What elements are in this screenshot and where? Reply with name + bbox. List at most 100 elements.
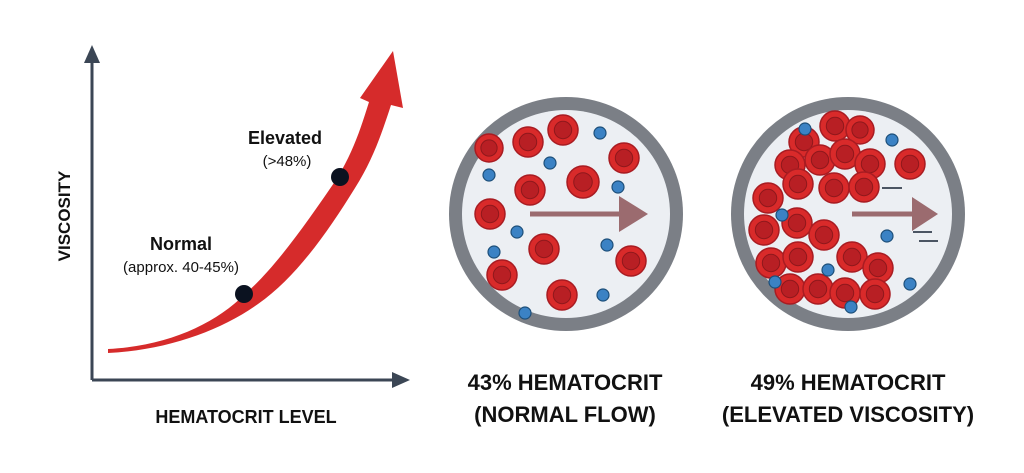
rbc-elevated-5-inner: [810, 150, 830, 170]
wbc-elevated-2: [885, 133, 899, 147]
wbc-normal-1: [593, 126, 607, 140]
viscosity-curve: [108, 51, 403, 353]
rbc-elevated-22-inner: [835, 283, 855, 303]
rbc-elevated-3: [845, 115, 875, 145]
rbc-elevated-23-inner: [865, 284, 885, 304]
rbc-elevated-23: [859, 278, 891, 310]
rbc-normal-11-inner: [621, 251, 641, 271]
rbc-elevated-10-inner: [824, 178, 844, 198]
elevated-range-label: (>48%): [263, 153, 312, 170]
rbc-elevated-8-inner: [758, 188, 778, 208]
x-axis-arrowhead: [392, 372, 410, 388]
rbc-normal-6: [566, 165, 600, 199]
rbc-elevated-21-inner: [808, 279, 828, 299]
rbc-elevated-19-inner: [868, 258, 888, 278]
rbc-elevated-13-inner: [754, 220, 774, 240]
rbc-elevated-12-inner: [900, 154, 920, 174]
elevated-label: Elevated: [248, 128, 322, 148]
elevated-caption-line-2: (ELEVATED VISCOSITY): [722, 402, 974, 427]
rbc-elevated-5: [804, 144, 836, 176]
rbc-normal-4-inner: [614, 148, 634, 168]
wbc-normal-2: [543, 156, 557, 170]
wbc-normal-4: [611, 180, 625, 194]
wbc-elevated-5: [821, 263, 835, 277]
rbc-normal-1: [474, 133, 504, 163]
normal-flow-vessel: [449, 97, 683, 331]
rbc-normal-2-inner: [518, 132, 538, 152]
rbc-normal-2: [512, 126, 544, 158]
rbc-normal-7: [474, 198, 506, 230]
rbc-elevated-15: [808, 219, 840, 251]
rbc-elevated-17-inner: [788, 247, 808, 267]
wbc-elevated-6: [903, 277, 917, 291]
rbc-elevated-18: [836, 241, 868, 273]
y-axis-label: VISCOSITY: [55, 170, 74, 261]
rbc-elevated-14: [781, 207, 813, 239]
rbc-elevated-16-inner: [761, 253, 781, 273]
rbc-elevated-7-inner: [860, 154, 880, 174]
normal-range-label: (approx. 40-45%): [123, 259, 239, 276]
wbc-elevated-1: [798, 122, 812, 136]
normal-caption-line-2: (NORMAL FLOW): [474, 402, 656, 427]
rbc-elevated-21: [802, 273, 834, 305]
rbc-elevated-17: [782, 241, 814, 273]
rbc-elevated-2-inner: [825, 116, 845, 136]
rbc-normal-5-inner: [520, 180, 540, 200]
rbc-elevated-3-inner: [851, 121, 869, 139]
normal-caption-line-1: 43% HEMATOCRIT: [468, 370, 663, 395]
wbc-normal-3: [482, 168, 496, 182]
rbc-elevated-15-inner: [814, 225, 834, 245]
rbc-normal-3-inner: [553, 120, 573, 140]
rbc-normal-6-inner: [573, 172, 593, 192]
rbc-elevated-16: [755, 247, 787, 279]
rbc-elevated-9-inner: [788, 174, 808, 194]
rbc-normal-11: [615, 245, 647, 277]
rbc-normal-10: [546, 279, 578, 311]
elevated-cells: [748, 110, 926, 314]
x-axis-label: HEMATOCRIT LEVEL: [155, 407, 336, 427]
rbc-elevated-20-inner: [780, 279, 800, 299]
normal-flow-head: [619, 196, 648, 232]
rbc-elevated-2: [819, 110, 851, 142]
normal-label: Normal: [150, 234, 212, 254]
wbc-normal-7: [600, 238, 614, 252]
rbc-elevated-20: [774, 273, 806, 305]
rbc-elevated-12: [894, 148, 926, 180]
wbc-normal-6: [487, 245, 501, 259]
y-axis-arrowhead: [84, 45, 100, 63]
viscosity-graph: Normal (approx. 40-45%) Elevated (>48%) …: [55, 45, 410, 427]
normal-point-marker: [235, 285, 253, 303]
rbc-normal-8: [528, 233, 560, 265]
rbc-elevated-13: [748, 214, 780, 246]
rbc-elevated-18-inner: [842, 247, 862, 267]
elevated-flow-arrow: [852, 187, 938, 242]
elevated-point-marker: [331, 168, 349, 186]
wbc-normal-5: [510, 225, 524, 239]
wbc-normal-9: [596, 288, 610, 302]
wbc-elevated-3: [775, 208, 789, 222]
rbc-normal-5: [514, 174, 546, 206]
rbc-normal-4: [608, 142, 640, 174]
elevated-caption-line-1: 49% HEMATOCRIT: [751, 370, 946, 395]
rbc-elevated-11: [848, 171, 880, 203]
rbc-elevated-14-inner: [787, 213, 807, 233]
wbc-normal-8: [518, 306, 532, 320]
rbc-normal-3: [547, 114, 579, 146]
rbc-normal-1-inner: [480, 139, 498, 157]
elevated-flow-head: [912, 197, 938, 231]
rbc-normal-9: [486, 259, 518, 291]
rbc-elevated-9: [782, 168, 814, 200]
rbc-normal-10-inner: [552, 285, 572, 305]
rbc-elevated-6: [829, 138, 861, 170]
rbc-elevated-6-inner: [835, 144, 855, 164]
normal-flow-arrow: [530, 196, 648, 232]
rbc-normal-8-inner: [534, 239, 554, 259]
rbc-elevated-19: [862, 252, 894, 284]
rbc-normal-7-inner: [480, 204, 500, 224]
wbc-elevated-4: [880, 229, 894, 243]
rbc-elevated-8: [752, 182, 784, 214]
wbc-elevated-8: [768, 275, 782, 289]
rbc-elevated-10: [818, 172, 850, 204]
